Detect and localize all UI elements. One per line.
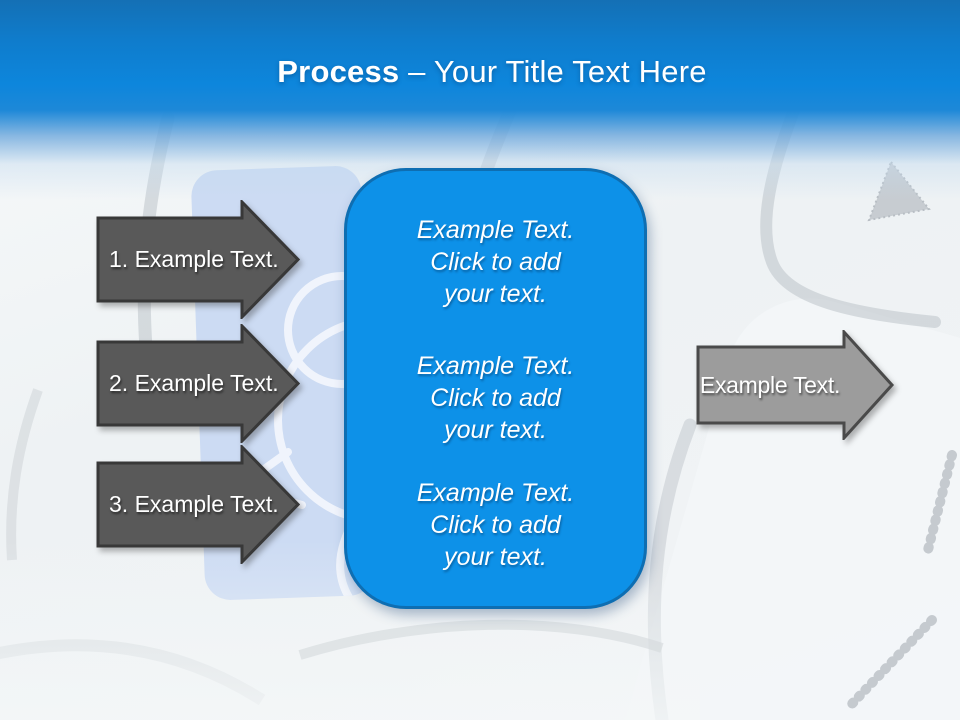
text-line: your text. (444, 543, 547, 571)
text-line: Click to add (430, 384, 561, 412)
text-line: Example Text. (416, 352, 575, 380)
text-group-2: Example Text. Click to add your text. (347, 350, 644, 446)
keyboard-key (617, 298, 960, 720)
right-arrow-shape (96, 200, 300, 319)
slash-marks-icon (843, 615, 937, 713)
play-triangle-icon (867, 160, 931, 222)
right-arrow-shape (96, 324, 300, 443)
step-arrow-3[interactable]: 3. Example Text. (96, 445, 300, 564)
outcome-arrow[interactable]: Example Text. (696, 330, 896, 440)
right-arrow-shape (96, 445, 300, 564)
step-arrow-label: 2. Example Text. (109, 370, 279, 396)
title-emphasis: Process (277, 54, 400, 89)
slash-marks-icon (923, 450, 957, 555)
text-line: Click to add (430, 511, 561, 539)
title-rest: – Your Title Text Here (408, 54, 707, 89)
step-arrow-2[interactable]: 2. Example Text. (96, 324, 300, 443)
text-line: Example Text. (416, 216, 575, 244)
text-line: your text. (444, 280, 547, 308)
step-arrow-label: 3. Example Text. (109, 491, 279, 517)
outcome-arrow-label: Example Text. (699, 371, 841, 398)
text-group-3: Example Text. Click to add your text. (347, 477, 644, 573)
content-placeholder-box[interactable]: Example Text. Click to add your text. Ex… (344, 168, 647, 609)
text-line: Example Text. (416, 479, 575, 507)
text-line: Click to add (430, 248, 561, 276)
step-arrow-1[interactable]: 1. Example Text. (96, 200, 300, 319)
text-line: your text. (444, 416, 547, 444)
text-group-1: Example Text. Click to add your text. (347, 214, 644, 310)
key-edge-line (298, 619, 664, 660)
step-arrow-label: 1. Example Text. (109, 246, 279, 272)
key-edge-line (6, 388, 43, 561)
right-arrow-shape (696, 330, 895, 440)
page-title: Process – Your Title Text Here (12, 54, 960, 90)
